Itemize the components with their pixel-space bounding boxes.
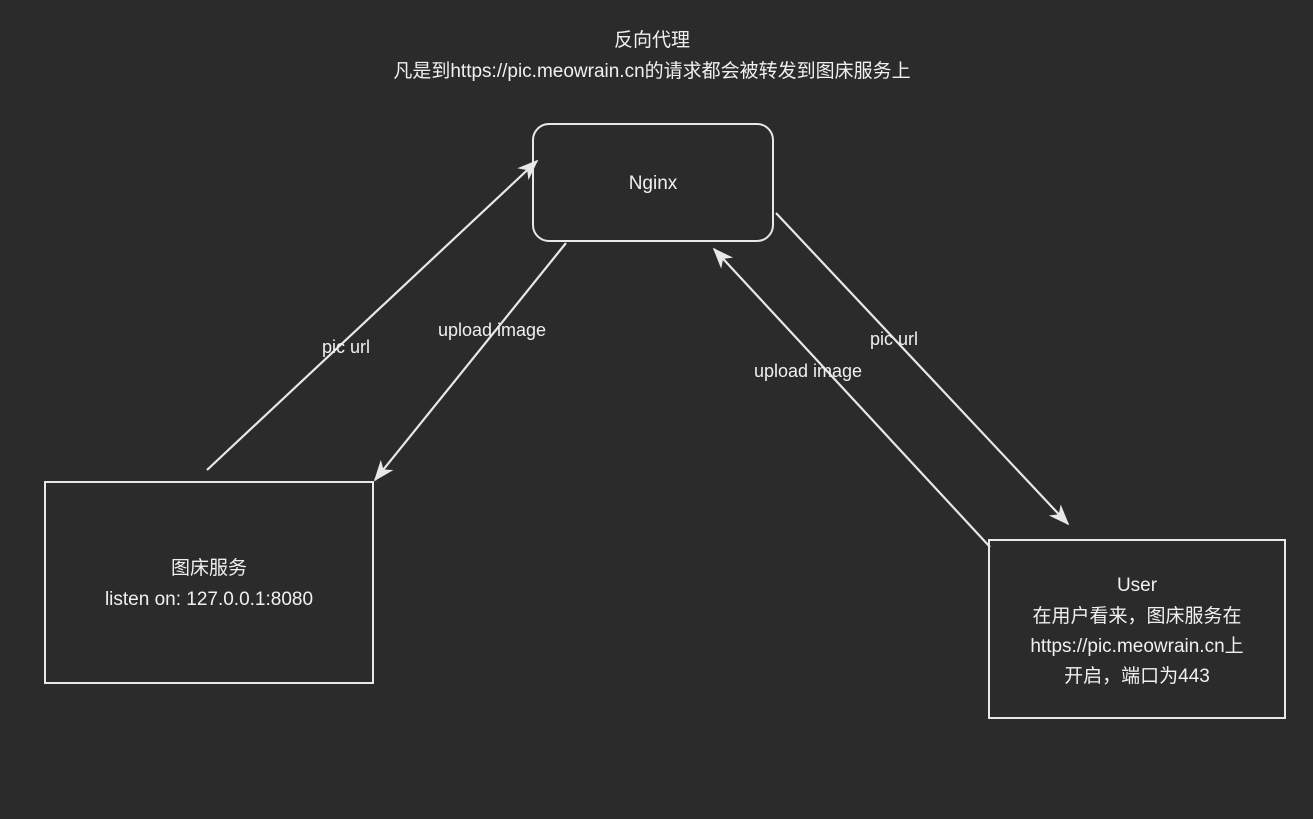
edge-label-pic-url-left: pic url bbox=[322, 337, 370, 357]
diagram-title-line2: 凡是到https://pic.meowrain.cn的请求都会被转发到图床服务上 bbox=[393, 60, 910, 82]
nginx-node-box bbox=[532, 123, 774, 242]
user-node-box bbox=[988, 539, 1286, 719]
user-node-desc-line2: https://pic.meowrain.cn上 bbox=[1030, 635, 1243, 657]
user-node-label: User bbox=[1117, 575, 1158, 596]
user-node[interactable]: User 在用户看来，图床服务在 https://pic.meowrain.cn… bbox=[988, 539, 1286, 719]
image-service-node-box bbox=[44, 481, 374, 684]
diagram-title-line1: 反向代理 bbox=[614, 29, 690, 51]
edge-upload-image-right-line bbox=[712, 247, 991, 548]
image-service-node-label: 图床服务 bbox=[171, 557, 247, 579]
user-node-desc-line3: 开启，端口为443 bbox=[1064, 665, 1210, 687]
user-node-desc-line1: 在用户看来，图床服务在 bbox=[1032, 605, 1241, 627]
edge-pic-url-service-to-nginx[interactable]: pic url bbox=[206, 159, 539, 471]
edge-pic-url-nginx-to-user[interactable]: pic url bbox=[775, 212, 1070, 526]
image-service-node[interactable]: 图床服务 listen on: 127.0.0.1:8080 bbox=[44, 481, 374, 684]
edge-upload-image-nginx-to-service[interactable]: upload image bbox=[373, 242, 567, 482]
nodes-layer: Nginx 图床服务 listen on: 127.0.0.1:8080 Use… bbox=[44, 123, 1286, 719]
edge-upload-image-left-line bbox=[373, 242, 567, 482]
nginx-node[interactable]: Nginx bbox=[532, 123, 774, 242]
image-service-listen-address: listen on: 127.0.0.1:8080 bbox=[105, 589, 313, 610]
edge-pic-url-left-line bbox=[206, 159, 539, 471]
edge-label-pic-url-right: pic url bbox=[870, 329, 918, 349]
edge-label-upload-image-left: upload image bbox=[438, 320, 546, 340]
edge-pic-url-right-line bbox=[775, 212, 1070, 526]
edge-upload-image-user-to-nginx[interactable]: upload image bbox=[712, 247, 991, 548]
edge-label-upload-image-right: upload image bbox=[754, 361, 862, 381]
edges-layer: pic url upload image pic url upload imag… bbox=[206, 159, 1070, 548]
nginx-node-label: Nginx bbox=[629, 173, 678, 194]
